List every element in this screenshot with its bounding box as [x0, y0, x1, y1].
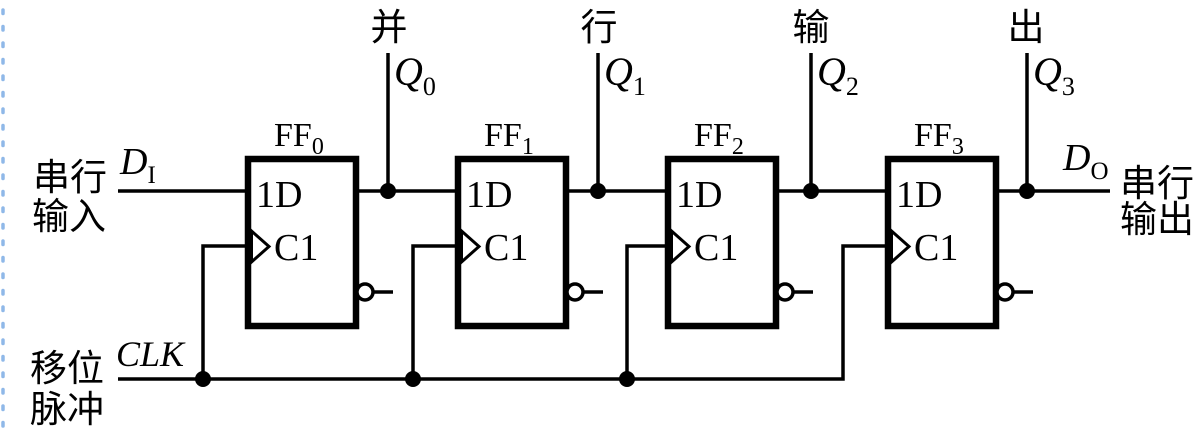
q3-junction-dot: [1019, 183, 1035, 199]
ff2-1d-port-label: 1D: [676, 174, 722, 216]
banner-char-3: 出: [1008, 8, 1045, 49]
q1-junction-dot: [590, 183, 606, 199]
ff1-1d-port-label: 1D: [466, 174, 512, 216]
q2-label-sub: 2: [846, 72, 859, 101]
serial-input-label-line1: 串行: [33, 158, 107, 199]
q3-label-main: Q: [1033, 49, 1062, 94]
banner-char-2: 输: [793, 7, 830, 49]
ff0-1d-port-label: 1D: [256, 174, 302, 216]
q0-label-main: Q: [394, 49, 423, 94]
do-label-sub: O: [1090, 158, 1108, 185]
ff2-name-sub: 2: [732, 134, 744, 160]
ff2-clock-edge-triangle-icon: [670, 227, 692, 266]
ff0-clock-branch-wire: [201, 244, 252, 379]
q0-junction-dot: [380, 183, 396, 199]
q0-label: Q0: [394, 49, 436, 101]
q3-label: Q3: [1033, 49, 1075, 101]
banner-char-1: 行: [581, 8, 618, 49]
ff0-inverted-output-bubble-icon: [355, 282, 375, 302]
ff0-name: FF0: [274, 117, 324, 160]
ff3-name-main: FF: [914, 117, 952, 154]
shift-pulse-label-line1: 移位: [30, 348, 104, 390]
ff1-name-main: FF: [484, 117, 522, 154]
ff3-inverted-output-bubble-icon: [995, 282, 1015, 302]
clock-bus-wire: [118, 244, 892, 381]
ff0-name-main: FF: [274, 117, 312, 154]
serial-input-label-line2: 输入: [32, 196, 106, 238]
ff2-inverted-output-bubble-icon: [775, 282, 795, 302]
ff1-c1-port-label: C1: [484, 227, 528, 269]
q2-label-main: Q: [817, 49, 846, 94]
ff2-c1-port-label: C1: [694, 227, 738, 269]
ff1-clock-edge-triangle-icon: [460, 227, 482, 266]
serial-output-label-line1: 串行: [1120, 164, 1194, 205]
q1-label-sub: 1: [633, 72, 646, 101]
ff3-1d-port-label: 1D: [896, 174, 942, 216]
ff3-clock-edge-triangle-icon: [890, 227, 912, 266]
q1-label: Q1: [604, 49, 646, 101]
banner-char-0: 并: [371, 7, 408, 49]
ff3-c1-port-label: C1: [914, 227, 958, 269]
serial-output-label-line2: 输出: [1120, 199, 1194, 241]
do-label-main: D: [1062, 137, 1090, 179]
q2-label: Q2: [817, 49, 859, 101]
q1-label-main: Q: [604, 49, 633, 94]
q0-label-sub: 0: [423, 72, 436, 101]
ff0-c1-port-label: C1: [274, 227, 318, 269]
clock-junction-dot-0: [195, 371, 211, 387]
q3-label-sub: 3: [1062, 72, 1075, 101]
di-label-main: D: [119, 141, 147, 183]
ff0-name-sub: 0: [312, 134, 324, 160]
do-label: DO: [1062, 137, 1109, 185]
ff1-name-sub: 1: [522, 134, 534, 160]
clock-junction-dot-1: [405, 371, 421, 387]
shift-pulse-label-line2: 脉冲: [30, 390, 104, 431]
di-label: DI: [119, 141, 156, 189]
ff2-name-main: FF: [694, 117, 732, 154]
ff2-name: FF2: [694, 117, 744, 160]
clk-label: CLK: [116, 334, 186, 374]
ff3-name-sub: 3: [952, 134, 964, 160]
ff1-clock-branch-wire: [411, 244, 462, 379]
ff2-clock-branch-wire: [625, 244, 672, 379]
clock-junction-dot-2: [619, 371, 635, 387]
ff3-name: FF3: [914, 117, 964, 160]
ff1-name: FF1: [484, 117, 534, 160]
di-label-sub: I: [147, 162, 155, 189]
ff0-clock-edge-triangle-icon: [250, 227, 272, 266]
q2-junction-dot: [803, 183, 819, 199]
ff1-inverted-output-bubble-icon: [565, 282, 585, 302]
